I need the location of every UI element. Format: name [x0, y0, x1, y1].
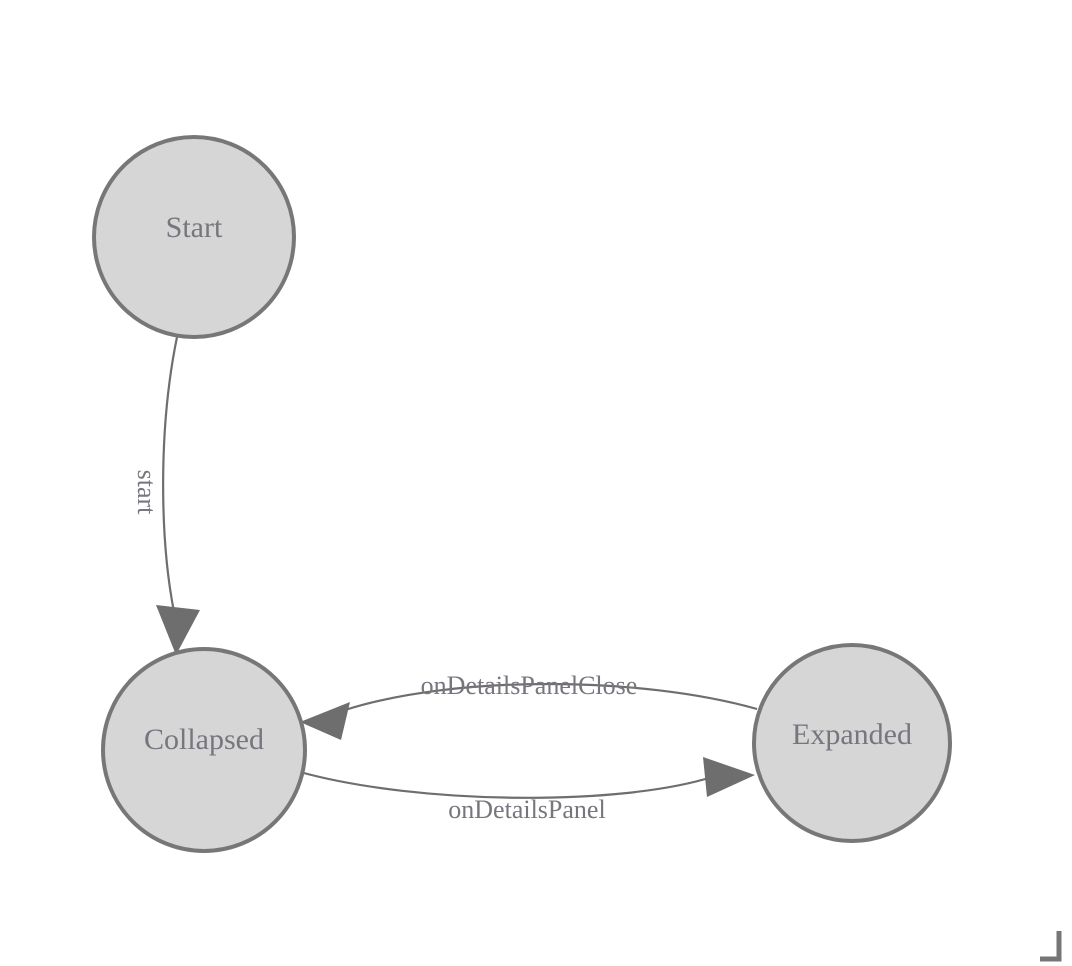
node-expanded-label: Expanded — [792, 718, 912, 751]
edge-expanded-to-collapsed[interactable]: onDetailsPanelClose — [300, 671, 758, 740]
edge-start-to-collapsed-label: start — [132, 470, 161, 516]
node-start-label: Start — [166, 211, 223, 244]
node-start[interactable]: Start — [92, 135, 296, 339]
node-collapsed-circle — [101, 647, 307, 853]
edge-collapsed-to-expanded-label: onDetailsPanel — [448, 795, 605, 824]
canvas-resize-handle-mark — [1040, 931, 1062, 962]
node-collapsed-label: Collapsed — [144, 723, 264, 756]
edge-expanded-to-collapsed-arrowhead — [300, 702, 350, 740]
edge-collapsed-to-expanded-path — [299, 770, 713, 799]
node-start-circle — [92, 135, 296, 339]
edge-start-to-collapsed[interactable]: start — [132, 336, 200, 655]
edge-start-to-collapsed-arrowhead — [156, 605, 200, 655]
node-expanded[interactable]: Expanded — [752, 643, 952, 843]
edge-start-to-collapsed-path — [162, 336, 179, 613]
edge-collapsed-to-expanded[interactable]: onDetailsPanel — [299, 757, 755, 824]
node-expanded-circle — [752, 643, 952, 843]
canvas-resize-handle[interactable] — [1040, 931, 1062, 962]
node-collapsed[interactable]: Collapsed — [101, 647, 307, 853]
edge-expanded-to-collapsed-path — [344, 682, 758, 712]
edge-collapsed-to-expanded-arrowhead — [703, 757, 755, 797]
edge-expanded-to-collapsed-label: onDetailsPanelClose — [421, 671, 638, 700]
